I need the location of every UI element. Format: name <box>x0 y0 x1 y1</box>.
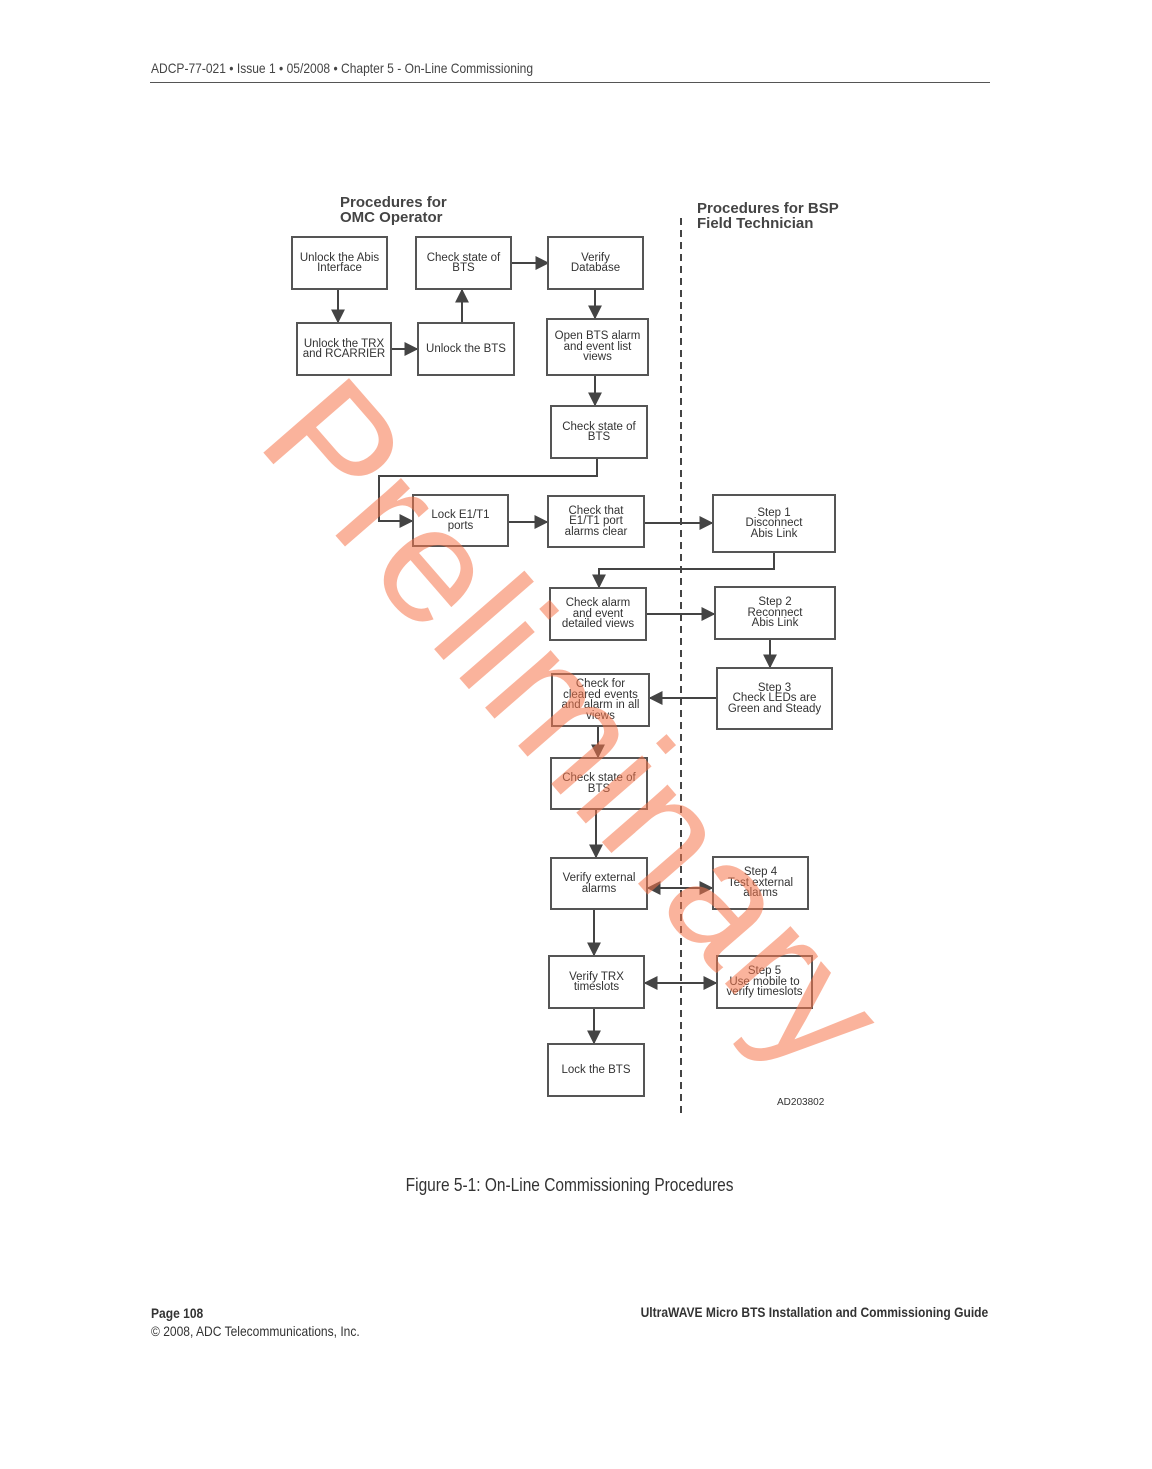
box-check-state-bts-2: Check state of BTS <box>550 405 648 459</box>
box-step5-use-mobile: Step 5 Use mobile to verify timeslots <box>716 955 813 1009</box>
box-lock-the-bts: Lock the BTS <box>547 1043 645 1097</box>
box-check-port-alarms: Check that E1/T1 port alarms clear <box>547 495 645 548</box>
page-number: Page 108 <box>151 1305 204 1321</box>
heading-bsp-technician: Procedures for BSP Field Technician <box>697 200 839 232</box>
arrow-step1-to-detailed-views <box>592 553 775 589</box>
copyright: © 2008, ADC Telecommunications, Inc. <box>151 1323 360 1339</box>
box-step3-check-leds: Step 3 Check LEDs are Green and Steady <box>716 667 833 730</box>
box-step4-test-external: Step 4 Test external alarms <box>712 856 809 910</box>
box-step1-disconnect: Step 1 Disconnect Abis Link <box>712 494 836 553</box>
heading-omc-operator: Procedures for OMC Operator <box>340 194 447 226</box>
footer-left: Page 108 © 2008, ADC Telecommunications,… <box>151 1304 360 1340</box>
box-verify-external-alarms: Verify external alarms <box>550 857 648 910</box>
figure-caption-text: Figure 5-1: On-Line Commissioning Proced… <box>406 1175 734 1195</box>
box-check-state-bts-3: Check state of BTS <box>550 757 648 810</box>
box-step2-reconnect: Step 2 Reconnect Abis Link <box>714 586 836 640</box>
figure-code: AD203802 <box>777 1097 825 1108</box>
box-check-state-bts-1: Check state of BTS <box>415 236 512 290</box>
box-unlock-bts: Unlock the BTS <box>417 322 515 376</box>
box-lock-e1t1-ports: Lock E1/T1 ports <box>412 494 509 547</box>
arrow-check-state-to-lock-ports <box>378 459 598 528</box>
header-rule <box>150 82 990 83</box>
footer-guide-title: UltraWAVE Micro BTS Installation and Com… <box>640 1304 988 1320</box>
box-check-detailed-views: Check alarm and event detailed views <box>549 587 647 641</box>
box-check-cleared-events: Check for cleared events and alarm in al… <box>551 673 650 727</box>
figure-caption: Figure 5-1: On-Line Commissioning Proced… <box>0 1175 1140 1196</box>
box-verify-database: Verify Database <box>547 236 644 290</box>
box-open-alarm-views: Open BTS alarm and event list views <box>546 318 649 376</box>
box-verify-trx-timeslots: Verify TRX timeslots <box>548 955 645 1009</box>
box-unlock-abis-interface: Unlock the Abis Interface <box>291 236 388 290</box>
running-header: ADCP-77-021 • Issue 1 • 05/2008 • Chapte… <box>151 60 534 76</box>
box-unlock-trx-rcarrier: Unlock the TRX and RCARRIER <box>296 322 392 376</box>
